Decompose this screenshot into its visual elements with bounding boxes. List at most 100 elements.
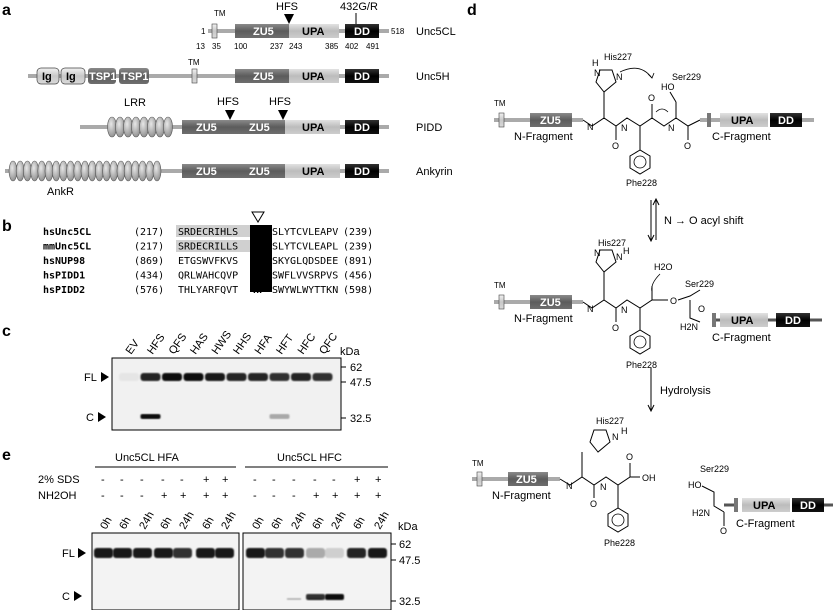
- sds-sign: +: [222, 474, 228, 486]
- c-fragment-label: C-Fragment: [712, 332, 771, 344]
- h2n-label: H2N: [680, 322, 698, 332]
- ankyrin-repeat: [152, 160, 162, 182]
- time-label: 24h: [177, 510, 197, 532]
- h-atom: H: [592, 58, 599, 68]
- ankr-label: AnkR: [47, 186, 74, 198]
- marker-62: 62: [350, 362, 362, 374]
- c-arrowhead: [98, 412, 106, 422]
- n-atom: N: [600, 482, 607, 492]
- ankyrin-repeat: [37, 160, 47, 182]
- tm-label: TM: [494, 99, 506, 108]
- oh-label: OH: [642, 473, 656, 483]
- unc5cl-name: Unc5CL: [416, 26, 456, 38]
- ankyrin-repeat: [30, 160, 39, 182]
- dd-label: DD: [354, 71, 370, 83]
- upa-domain: [285, 164, 340, 178]
- marker-47-5: 47.5: [350, 377, 371, 389]
- upa-label: UPA: [302, 71, 324, 83]
- sequence-pre: SRDECRIHLS: [178, 227, 238, 238]
- fl-label: FL: [84, 372, 97, 384]
- lrr-repeat: [139, 116, 149, 138]
- pos-491: 491: [366, 42, 380, 51]
- sequence-post: SWYWLWYTTKN: [272, 285, 338, 296]
- o-atom: O: [684, 141, 691, 151]
- ig-domain: [36, 67, 60, 85]
- zu5-label: ZU5: [516, 474, 537, 486]
- ig-label: Ig: [42, 71, 52, 83]
- sequence-post: SLYTCVLEAPV: [272, 227, 338, 238]
- pos-100: 100: [234, 42, 248, 51]
- ankyrin-domain-map: AnkR ZU5 ZU5 UPA DD Ankyrin: [5, 160, 453, 198]
- lane-label: HHS: [231, 331, 254, 357]
- zu5-label: ZU5: [253, 26, 274, 38]
- zu5-domain: [182, 120, 230, 134]
- his-label: His227: [598, 238, 626, 248]
- panel-a: TM ZU5 UPA DD HFS 432G/R Unc5CL 1 13 35 …: [5, 1, 456, 198]
- lane-label: HFC: [296, 331, 319, 356]
- sequence-end: (239): [343, 242, 373, 253]
- pidd-domain-map: LRR ZU5 ZU5 UPA DD HFS HFS PIDD: [80, 96, 442, 138]
- sds-sign: -: [180, 474, 184, 486]
- pos-35: 35: [212, 42, 221, 51]
- time-label: 24h: [372, 510, 392, 532]
- ankyrin-repeat: [15, 160, 25, 182]
- c-band: [325, 594, 344, 600]
- blot-hfa: [91, 532, 240, 610]
- h2n-label: H2N: [692, 508, 710, 518]
- pos-237: 237: [270, 42, 284, 51]
- upa-label: UPA: [302, 166, 324, 178]
- dd-label: DD: [785, 315, 801, 327]
- nh2oh-sign: +: [180, 490, 186, 502]
- pos-385: 385: [325, 42, 339, 51]
- structure-2: TM ZU5 N-Fragment N N O O H2N O N N H Hi…: [494, 238, 822, 370]
- fl-band: [154, 548, 173, 558]
- blot-frame: [111, 357, 342, 431]
- time-label: 6h: [351, 515, 368, 532]
- zu5-label: ZU5: [540, 115, 561, 127]
- fl-band: [162, 373, 182, 381]
- dd-label: DD: [800, 500, 816, 512]
- ankyrin-repeat: [73, 160, 83, 182]
- o-atom: O: [612, 141, 619, 151]
- n-atom: N: [587, 304, 594, 314]
- o-atom: O: [590, 499, 597, 509]
- time-label: 6h: [117, 515, 134, 532]
- structure-3: TM ZU5 N-Fragment N N O O OH N H His227 …: [472, 416, 833, 548]
- hf-highlight: [250, 225, 272, 292]
- sds-sign: -: [332, 474, 336, 486]
- sds-sign: -: [140, 474, 144, 486]
- pos-243: 243: [289, 42, 303, 51]
- faint-band: [287, 598, 301, 600]
- panel-d-mechanism: TM ZU5 N-Fragment N N N O O O N H N H: [472, 52, 833, 548]
- sds-sign: -: [161, 474, 165, 486]
- lane-label: EV: [124, 337, 143, 356]
- ser-label: Ser229: [672, 72, 701, 82]
- tm-box: [211, 23, 218, 39]
- fl-band: [285, 548, 304, 558]
- fl-band: [226, 373, 247, 381]
- dd-domain: [345, 24, 379, 38]
- lrr-label: LRR: [124, 97, 146, 109]
- ankyrin-repeat: [102, 160, 111, 182]
- tm-label: TM: [472, 459, 484, 468]
- tm-box: [476, 471, 483, 487]
- fl-band: [133, 548, 152, 558]
- zu5-domain: [530, 295, 572, 309]
- ig-label: Ig: [66, 71, 76, 83]
- ankyrin-repeat: [131, 160, 140, 182]
- sequence-name: hsPIDD2: [43, 285, 85, 296]
- nh2oh-sign: -: [140, 490, 144, 502]
- tm-box: [498, 112, 505, 128]
- lrr-repeat: [123, 116, 133, 138]
- zu5-label: ZU5: [196, 166, 217, 178]
- upa-domain: [742, 498, 790, 512]
- h-atom: H: [623, 246, 630, 256]
- lrr-repeat: [131, 116, 141, 138]
- fl-band: [183, 373, 204, 381]
- pos-1: 1: [201, 27, 206, 36]
- lrr-repeats: [107, 116, 173, 138]
- ankyrin-repeat: [66, 160, 75, 182]
- sds-sign: -: [313, 474, 317, 486]
